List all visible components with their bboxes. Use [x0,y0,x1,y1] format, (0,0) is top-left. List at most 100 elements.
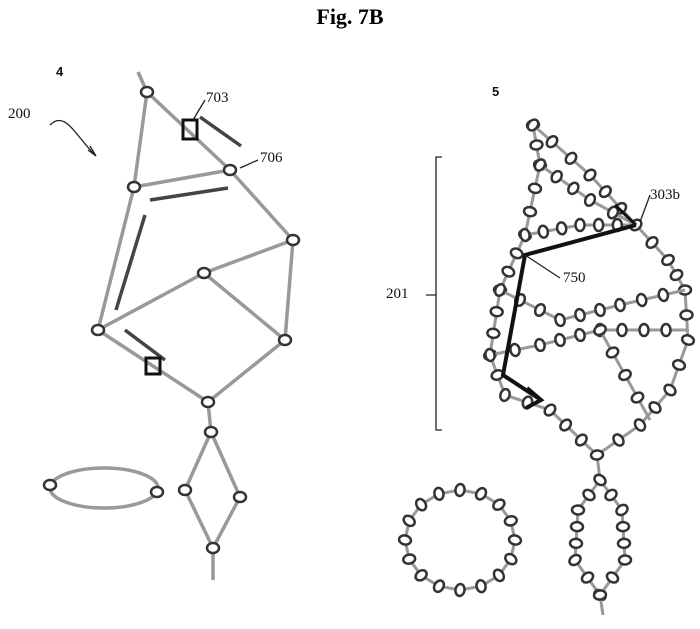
loop-edge [48,466,160,510]
bead [545,135,559,149]
bead [401,553,417,565]
bead [604,488,618,502]
edge [228,168,295,242]
path-750 [500,223,637,400]
edge [183,489,215,549]
label-201: 201 [386,286,409,302]
annotations [49,99,651,431]
edge-303b [613,203,638,227]
bead [475,578,487,594]
bead [492,498,506,511]
bead [615,503,629,517]
bead [592,589,608,601]
highlight-edge [114,214,147,311]
edge [133,168,231,189]
bead [555,221,568,236]
bead [598,185,612,199]
bead [559,418,573,432]
bead [526,118,540,132]
bead [648,401,662,414]
bead [614,297,626,313]
bead [583,168,597,182]
bead [679,309,694,321]
bead [574,307,586,323]
bead [564,151,578,165]
bead [592,217,605,233]
bead [519,227,531,243]
bead [522,205,538,218]
bead [671,359,687,371]
edge [132,91,149,188]
label-703: 703 [206,90,229,106]
bead [574,327,586,343]
bead [489,305,504,318]
bead [554,332,566,348]
leader-303b [639,194,651,223]
bead [568,537,584,550]
bead [534,337,546,353]
bead [594,302,606,318]
right-graph [397,118,696,616]
bead [533,303,547,317]
bead [669,268,684,282]
edge [183,431,213,491]
bead [612,433,625,447]
left-graph [42,71,301,580]
label-303b: 303b [650,187,680,203]
bead [618,368,632,382]
bead [509,247,524,260]
bead [661,253,675,267]
bead [493,283,507,297]
label-200: 200 [8,106,31,122]
edge [202,271,287,342]
node [205,541,221,555]
bead [402,514,416,528]
edge [97,328,209,404]
bead [414,569,428,582]
bead [570,504,586,516]
edge [203,238,294,275]
leader-750 [524,254,561,279]
bead [617,554,633,566]
bead [501,265,516,278]
bead [529,139,544,151]
edge [206,338,287,404]
bead [504,552,518,566]
bead [645,236,659,249]
bead [484,347,496,363]
bead [583,193,597,207]
bracket-201 [426,156,442,431]
bead [474,486,488,501]
bead [397,534,413,546]
bead [574,217,586,233]
bead [537,224,550,239]
edge [283,239,295,341]
edge [211,496,242,549]
bead [580,571,595,584]
bead [454,482,466,498]
bead [509,342,521,358]
bead [486,327,501,340]
node [196,266,212,280]
edge [209,431,242,498]
highlight-edge [149,186,229,202]
node [90,323,106,337]
bead [616,537,632,550]
node [277,333,293,347]
bead [499,387,511,403]
edge [488,124,599,457]
node [149,485,165,499]
arrowhead-750 [525,386,545,410]
bead [433,486,445,502]
bead [554,312,566,328]
leader-706 [239,159,259,169]
arrowhead-200 [87,145,97,157]
label-706: 706 [260,150,283,166]
leader-200 [49,119,96,156]
bead [680,334,696,346]
bead [605,346,620,359]
bead [663,383,677,397]
bead [582,488,596,502]
edge [96,186,136,331]
